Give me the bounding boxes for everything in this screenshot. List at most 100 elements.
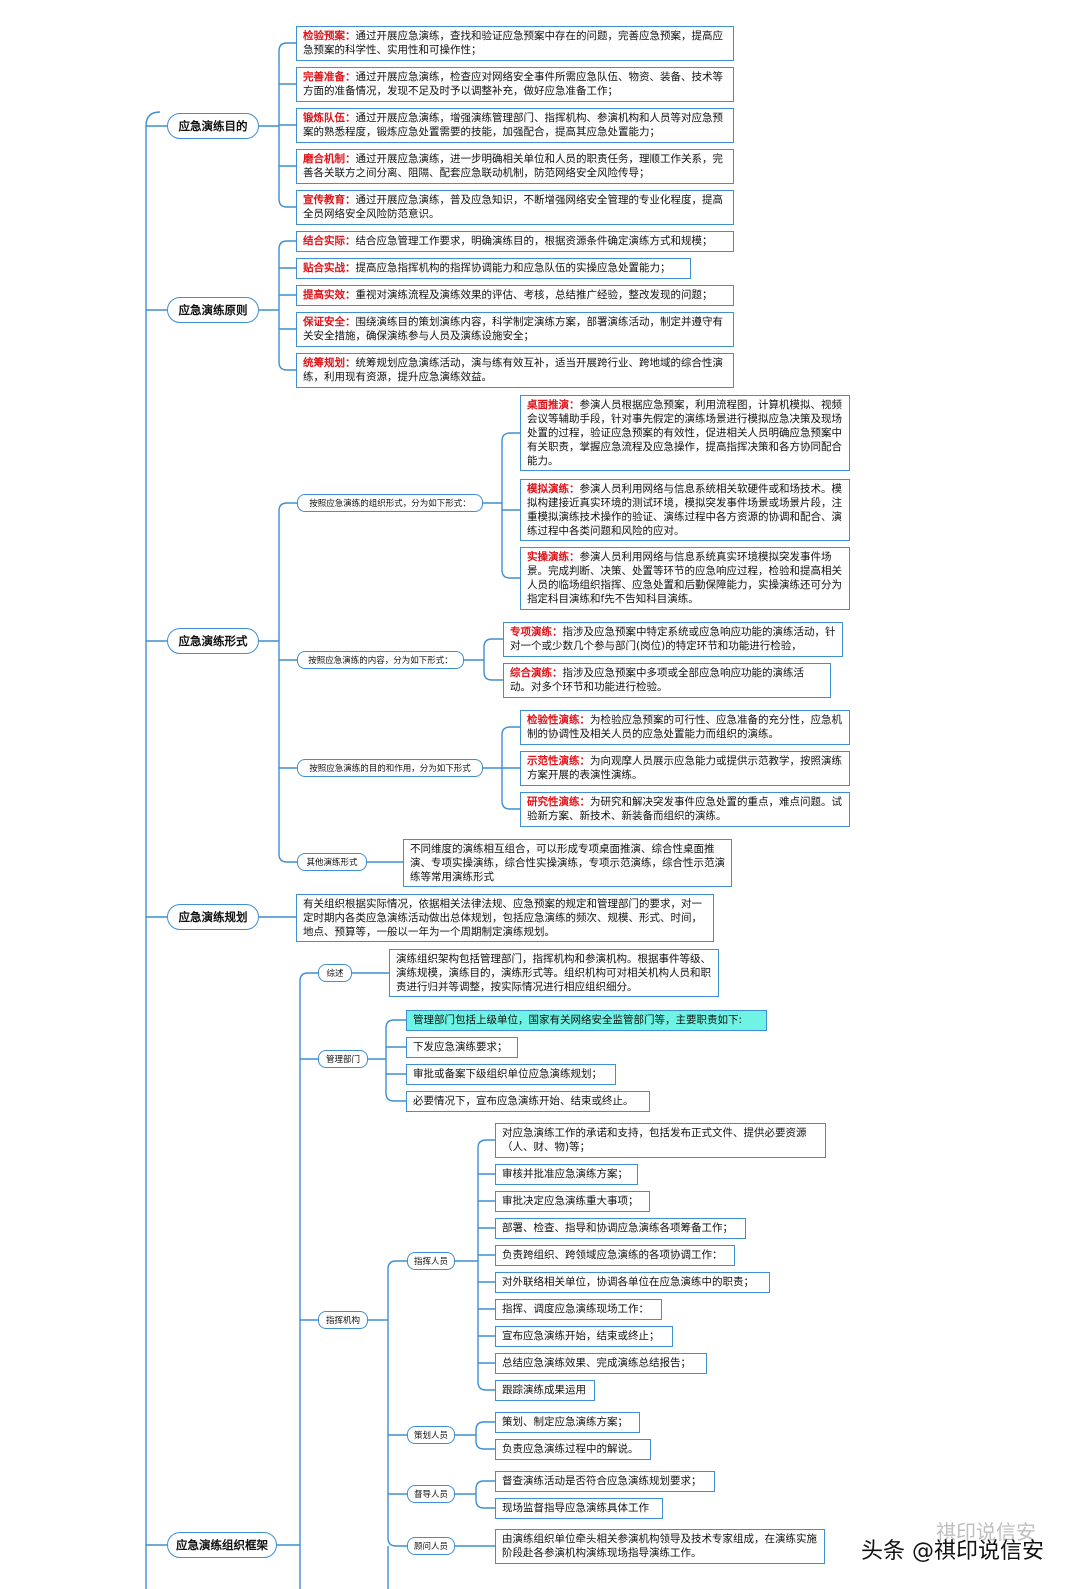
plan-description[interactable]: 有关组织根据实际情况，依据相关法律法规、应急预案的规定和管理部门的要求，对一定时…	[296, 894, 714, 942]
command-branch-planner[interactable]: 策划人员	[407, 1426, 455, 1444]
supervisor-connector	[475, 1480, 495, 1490]
supervisor-item[interactable]: 督查演练活动是否符合应急演练规划要求；	[495, 1471, 715, 1492]
topic-plan[interactable]: 应急演练规划	[167, 904, 259, 930]
item-text: 必要情况下，宣布应急演练开始、结束或终止。	[413, 1095, 634, 1107]
principle-item[interactable]: 提高实效：重视对演练流程及演练效果的评估、考核，总结推广经验，整改发现的问题；	[296, 285, 734, 306]
item-text: 审批或备案下级组织单位应急演练规划；	[413, 1068, 602, 1080]
item-text: 参演人员根据应急预案，利用流程图，计算机模拟、视频会议等辅助手段，针对事先假定的…	[527, 399, 842, 467]
mgmt-item[interactable]: 下发应急演练要求；	[406, 1037, 518, 1058]
topic-purpose[interactable]: 应急演练目的	[167, 113, 259, 139]
commander-item[interactable]: 审核并批准应急演练方案；	[495, 1164, 638, 1185]
item-keyword: 锻炼队伍：	[303, 112, 356, 124]
principle-item[interactable]: 统筹规划：统筹规划应急演练活动，演与练有效互补，适当开展跨行业、跨地域的综合性演…	[296, 353, 734, 388]
form-connector	[278, 853, 297, 863]
commander-item[interactable]: 对应急演练工作的承诺和支持，包括发布正式文件、提供必要资源（人、财、物)等；	[495, 1123, 826, 1158]
org-mgmt-branch[interactable]: 管理部门	[318, 1050, 368, 1068]
form-item[interactable]: 研究性演练：为研究和解决突发事件应急处置的重点，难点问题。试验新方案、新技术、新…	[520, 792, 850, 827]
item-keyword: 磨合机制：	[303, 153, 356, 165]
planner-item[interactable]: 策划、制定应急演练方案；	[495, 1412, 640, 1433]
principle-item[interactable]: 保证安全：围绕演练目的策划演练内容，科学制定演练方案，部署演练活动，制定并遵守有…	[296, 312, 734, 347]
commander-item[interactable]: 对外联络相关单位，协调各单位在应急演练中的职责；	[495, 1272, 770, 1293]
mgmt-item-highlight[interactable]: 管理部门包括上级单位，国家有关网络安全监管部门等，主要职责如下:	[406, 1010, 767, 1031]
topic-org-framework[interactable]: 应急演练组织框架	[167, 1532, 277, 1558]
form-purpose-connector	[501, 726, 520, 736]
form-item[interactable]: 不同维度的演练相互组合，可以形成专项桌面推演、综合性桌面推演、专项实操演练，综合…	[403, 839, 732, 887]
item-text: 指涉及应急预案中特定系统或应急响应功能的演练活动，针对一个或少数几个参与部门(岗…	[510, 626, 836, 652]
commander-item[interactable]: 指挥、调度应急演练现场工作：	[495, 1299, 662, 1320]
form-item[interactable]: 检验性演练：为检验应急预案的可行性、应急准备的充分性，应急机制的协调性及相关人员…	[520, 710, 850, 745]
principle-item[interactable]: 贴合实战：提高应急指挥机构的指挥协调能力和应急队伍的实操应急处置能力；	[296, 258, 691, 279]
item-text: 通过开展应急演练，普及应急知识，不断增强网络安全管理的专业化程度，提高全员网络安…	[303, 194, 723, 220]
commander-item[interactable]: 总结应急演练效果、完成演练总结报告；	[495, 1353, 707, 1374]
mgmt-connector	[385, 1092, 406, 1102]
item-text: 对外联络相关单位，协调各单位在应急演练中的职责；	[502, 1276, 754, 1288]
form-branch-other[interactable]: 其他演练形式	[297, 853, 367, 871]
watermark-ghost: 祺印说信安	[936, 1520, 1036, 1544]
mgmt-connector	[385, 1019, 406, 1029]
commander-item[interactable]: 审批决定应急演练重大事项；	[495, 1191, 650, 1212]
item-keyword: 完善准备：	[303, 71, 356, 83]
item-text: 统筹规划应急演练活动，演与练有效互补，适当开展跨行业、跨地域的综合性演练，利用现…	[303, 357, 723, 383]
purpose-item[interactable]: 磨合机制：通过开展应急演练，进一步明确相关单位和人员的职责任务，理顺工作关系，完…	[296, 149, 734, 184]
topic-form[interactable]: 应急演练形式	[167, 628, 259, 654]
item-text: 参演人员利用网络与信息系统相关软硬件或和场技术。模拟构建接近真实环境的测试环境，…	[527, 483, 842, 537]
advisor-item[interactable]: 由演练组织单位牵头相关参演机构领导及技术专家组成，在演练实施阶段赴各参演机构演练…	[495, 1529, 825, 1564]
purpose-item[interactable]: 锻炼队伍：通过开展应急演练，增强演练管理部门、指挥机构、参演机构和人员等对应急预…	[296, 108, 734, 143]
org-overview-branch[interactable]: 综述	[318, 964, 352, 982]
item-text: 审批决定应急演练重大事项；	[502, 1195, 639, 1207]
commander-item[interactable]: 宣布应急演练开始，结束或终止；	[495, 1326, 673, 1347]
form-connector	[278, 502, 297, 512]
form-org-connector	[501, 432, 520, 442]
item-text: 督查演练活动是否符合应急演练规划要求；	[502, 1475, 702, 1487]
commander-item[interactable]: 跟踪演练成果运用	[495, 1380, 595, 1401]
form-item[interactable]: 示范性演练：为向观摩人员展示应急能力或提供示范教学，按照演练方案开展的表演性演练…	[520, 751, 850, 786]
command-branch-advisor[interactable]: 顾问人员	[407, 1537, 455, 1555]
trunk-top	[145, 111, 161, 127]
item-keyword: 统筹规划：	[303, 357, 356, 369]
form-item[interactable]: 专项演练：指涉及应急预案中特定系统或应急响应功能的演练活动，针对一个或少数几个参…	[503, 622, 843, 657]
item-text: 通过开展应急演练，检查应对网络安全事件所需应急队伍、物资、装备、技术等方面的准备…	[303, 71, 723, 97]
form-branch-content[interactable]: 按照应急演练的内容，分为如下形式：	[297, 651, 464, 669]
planner-item[interactable]: 负责应急演练过程中的解说。	[495, 1439, 651, 1460]
form-purpose-connector	[501, 800, 520, 810]
item-keyword: 实操演练：	[527, 551, 580, 563]
item-text: 宣布应急演练开始，结束或终止；	[502, 1330, 660, 1342]
command-branch-commander[interactable]: 指挥人员	[407, 1252, 455, 1270]
purpose-connector	[278, 198, 296, 208]
planner-connector	[475, 1421, 495, 1431]
item-text: 跟踪演练成果运用	[502, 1384, 586, 1396]
org-overview-text[interactable]: 演练组织架构包括管理部门，指挥机构和参演机构。根据事件等级、演练规模，演练目的，…	[389, 949, 719, 997]
purpose-item[interactable]: 检验预案：通过开展应急演练，查找和验证应急预案中存在的问题，完善应急预案，提高应…	[296, 26, 734, 61]
command-connector	[387, 1537, 407, 1547]
form-item[interactable]: 综合演练：指涉及应急预案中多项或全部应急响应功能的演练活动。对多个环节和功能进行…	[503, 663, 831, 698]
form-branch-purpose[interactable]: 按照应急演练的目的和作用，分为如下形式	[297, 759, 483, 777]
item-text: 对应急演练工作的承诺和支持，包括发布正式文件、提供必要资源（人、财、物)等；	[502, 1127, 807, 1153]
item-keyword: 提高实效：	[303, 289, 356, 301]
item-text: 管理部门包括上级单位，国家有关网络安全监管部门等，主要职责如下:	[413, 1014, 743, 1026]
command-branch-supervisor[interactable]: 督导人员	[407, 1485, 455, 1503]
item-text: 下发应急演练要求；	[413, 1041, 508, 1053]
item-text: 指挥、调度应急演练现场工作：	[502, 1303, 649, 1315]
form-item[interactable]: 实操演练：参演人员利用网络与信息系统真实环境模拟突发事件场景。完成判断、决策、处…	[520, 547, 850, 610]
form-item[interactable]: 桌面推演：参演人员根据应急预案，利用流程图，计算机模拟、视频会议等辅助手段，针对…	[520, 395, 850, 471]
command-connector	[387, 1260, 407, 1270]
topic-principle[interactable]: 应急演练原则	[167, 297, 259, 323]
supervisor-item[interactable]: 现场监督指导应急演练具体工作	[495, 1498, 663, 1519]
principle-item[interactable]: 结合实际：结合应急管理工作要求，明确演练目的，根据资源条件确定演练方式和规模；	[296, 231, 734, 252]
item-text: 为检验应急预案的可行性、应急准备的充分性，应急机制的协调性及相关人员的应急处置能…	[527, 714, 842, 740]
item-keyword: 检验预案：	[303, 30, 356, 42]
commander-item[interactable]: 负责跨组织、跨领域应急演练的各项协调工作：	[495, 1245, 735, 1266]
form-branch-organization[interactable]: 按照应急演练的组织形式，分为如下形式：	[297, 494, 483, 512]
mgmt-item[interactable]: 审批或备案下级组织单位应急演练规划；	[406, 1064, 616, 1085]
purpose-item[interactable]: 完善准备：通过开展应急演练，检查应对网络安全事件所需应急队伍、物资、装备、技术等…	[296, 67, 734, 102]
item-text: 通过开展应急演练，查找和验证应急预案中存在的问题，完善应急预案，提高应急预案的科…	[303, 30, 723, 56]
org-command-branch[interactable]: 指挥机构	[318, 1311, 368, 1329]
item-text: 部署、检查、指导和协调应急演练各项筹备工作；	[502, 1222, 733, 1234]
watermark: 头条 @祺印说信安	[861, 1539, 1044, 1564]
item-text: 重视对演练流程及演练效果的评估、考核，总结推广经验，整改发现的问题；	[355, 289, 713, 301]
commander-item[interactable]: 部署、检查、指导和协调应急演练各项筹备工作；	[495, 1218, 746, 1239]
form-item[interactable]: 模拟演练：参演人员利用网络与信息系统相关软硬件或和场技术。模拟构建接近真实环境的…	[520, 479, 850, 541]
mgmt-item[interactable]: 必要情况下，宣布应急演练开始、结束或终止。	[406, 1091, 650, 1112]
purpose-item[interactable]: 宣传教育：通过开展应急演练，普及应急知识，不断增强网络安全管理的专业化程度，提高…	[296, 190, 734, 225]
